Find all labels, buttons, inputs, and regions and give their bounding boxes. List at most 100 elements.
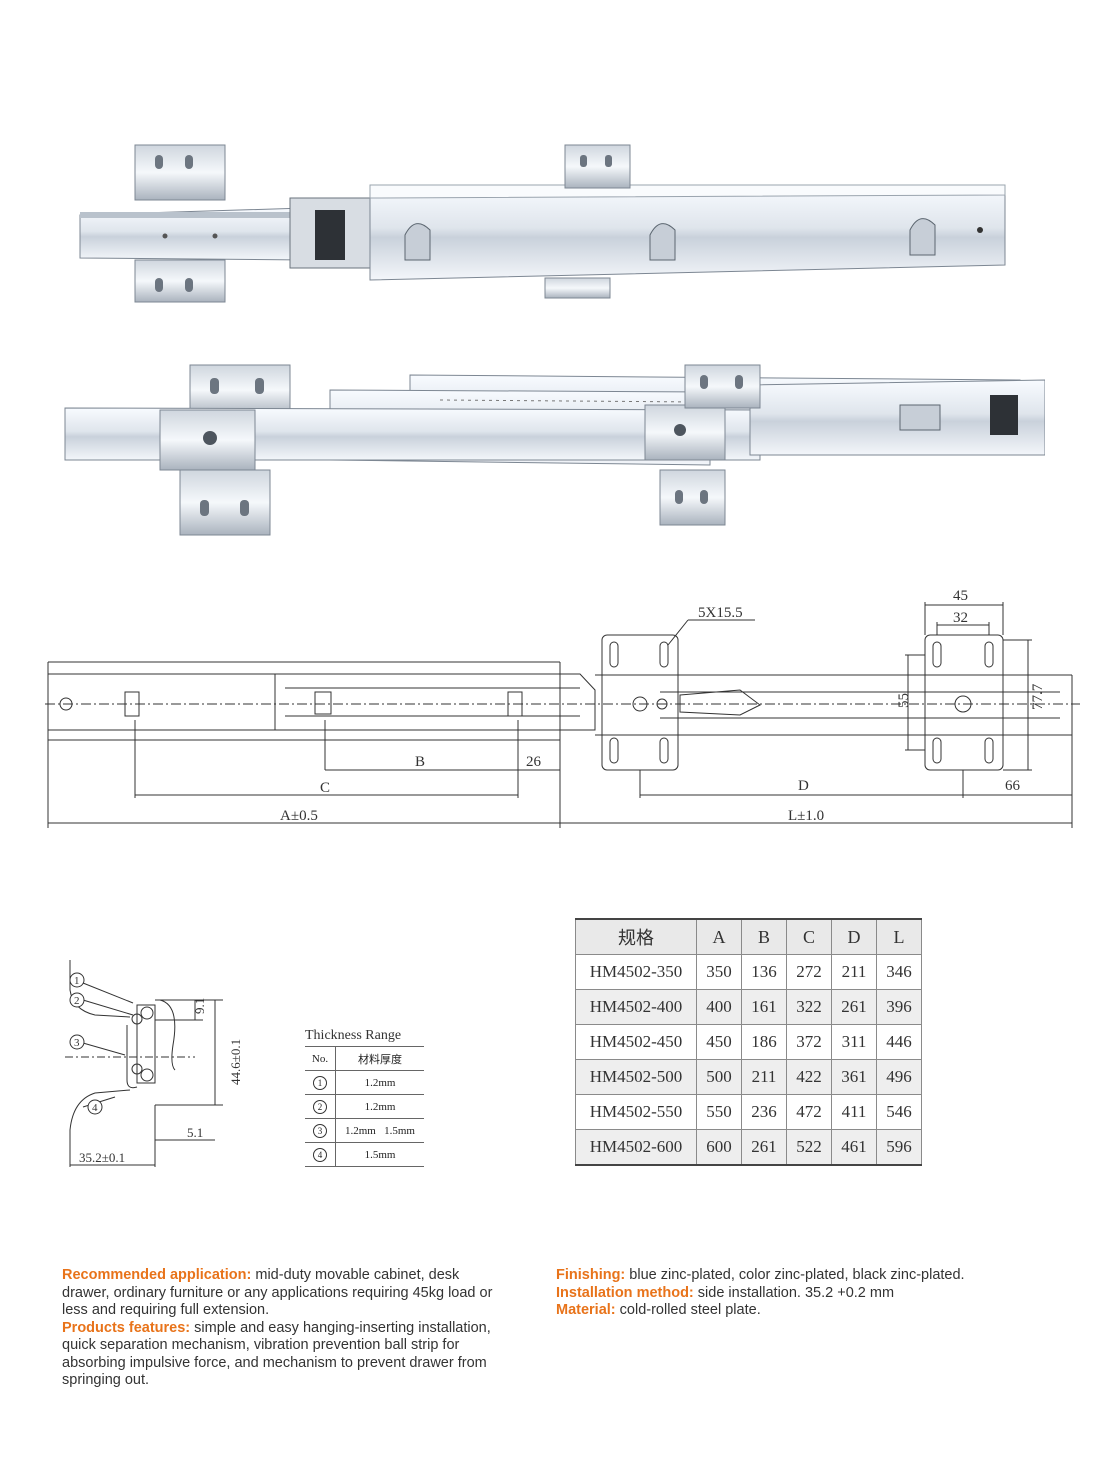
dim-44-6: 44.6±0.1 bbox=[228, 1039, 243, 1085]
thickness-value: 1.2mm bbox=[335, 1070, 424, 1095]
dim-slot: 5X15.5 bbox=[698, 605, 743, 621]
spec-model: HM4502-450 bbox=[575, 1024, 697, 1060]
callout-1: 1 bbox=[74, 975, 80, 987]
spec-d: 261 bbox=[831, 989, 877, 1025]
spec-c: 372 bbox=[786, 1024, 832, 1060]
dim-L: L±1.0 bbox=[788, 808, 824, 824]
spec-d: 311 bbox=[831, 1024, 877, 1060]
thickness-no: 2 bbox=[313, 1099, 327, 1114]
spec-d: 411 bbox=[831, 1094, 877, 1130]
spec-header-row: 规格 A B C D L bbox=[575, 918, 922, 955]
callout-2: 2 bbox=[74, 995, 80, 1007]
spec-c: 272 bbox=[786, 954, 832, 990]
thickness-row: 1 1.2mm bbox=[305, 1070, 424, 1095]
dim-77-7: 77.7 bbox=[1030, 683, 1046, 710]
dim-45: 45 bbox=[953, 588, 968, 604]
installation-label: Installation method: bbox=[556, 1284, 694, 1301]
spec-header-l: L bbox=[876, 918, 922, 955]
spec-c: 322 bbox=[786, 989, 832, 1025]
spec-table: 规格 A B C D L HM4502-350 350 136 272 211 … bbox=[575, 918, 922, 1166]
spec-l: 346 bbox=[876, 954, 922, 990]
dim-55: 55 bbox=[896, 693, 912, 708]
thickness-header: No. 材料厚度 bbox=[305, 1046, 424, 1071]
spec-model: HM4502-400 bbox=[575, 989, 697, 1025]
table-row: HM4502-550 550 236 472 411 546 bbox=[575, 1094, 922, 1130]
table-row: HM4502-350 350 136 272 211 346 bbox=[575, 954, 922, 990]
dim-32: 32 bbox=[953, 610, 968, 626]
table-row: HM4502-600 600 261 522 461 596 bbox=[575, 1129, 922, 1166]
features-text: simple and easy hanging-inserting instal… bbox=[62, 1319, 491, 1389]
features-label: Products features: bbox=[62, 1319, 191, 1336]
spec-c: 422 bbox=[786, 1059, 832, 1095]
dim-5-1: 5.1 bbox=[187, 1125, 203, 1140]
spec-header-d: D bbox=[831, 918, 877, 955]
spec-l: 546 bbox=[876, 1094, 922, 1130]
thickness-no: 1 bbox=[313, 1075, 327, 1090]
thickness-title: Thickness Range bbox=[305, 1028, 402, 1043]
thickness-value: 1.2mm bbox=[335, 1094, 424, 1119]
spec-l: 496 bbox=[876, 1059, 922, 1095]
spec-header-a: A bbox=[696, 918, 742, 955]
finishing-label: Finishing: bbox=[556, 1267, 626, 1283]
dim-26: 26 bbox=[526, 754, 542, 770]
thickness-value: 1.5mm bbox=[335, 1142, 424, 1167]
slide-photo-closed bbox=[79, 144, 1006, 303]
profile-section-drawing: 1 2 3 4 9.1 44.6±0.1 5.1 35.2±0.1 bbox=[65, 960, 243, 1167]
callout-4: 4 bbox=[92, 1102, 98, 1114]
spec-b: 136 bbox=[741, 954, 787, 990]
spec-l: 396 bbox=[876, 989, 922, 1025]
thickness-row: 3 1.2mm 1.5mm bbox=[305, 1118, 424, 1143]
spec-l: 446 bbox=[876, 1024, 922, 1060]
spec-model: HM4502-500 bbox=[575, 1059, 697, 1095]
spec-c: 472 bbox=[786, 1094, 832, 1130]
spec-a: 550 bbox=[696, 1094, 742, 1130]
dim-D: D bbox=[798, 778, 809, 794]
spec-b: 186 bbox=[741, 1024, 787, 1060]
finishing-text: blue zinc-plated, color zinc-plated, bla… bbox=[625, 1267, 965, 1283]
spec-d: 211 bbox=[831, 954, 877, 990]
material-text: cold-rolled steel plate. bbox=[615, 1302, 761, 1318]
spec-header-b: B bbox=[741, 918, 787, 955]
spec-d: 461 bbox=[831, 1129, 877, 1166]
table-row: HM4502-450 450 186 372 311 446 bbox=[575, 1024, 922, 1060]
spec-b: 211 bbox=[741, 1059, 787, 1095]
slide-photo-extended bbox=[64, 364, 1045, 536]
table-row: HM4502-400 400 161 322 261 396 bbox=[575, 989, 922, 1025]
spec-a: 600 bbox=[696, 1129, 742, 1166]
table-row: HM4502-500 500 211 422 361 496 bbox=[575, 1059, 922, 1095]
spec-model: HM4502-350 bbox=[575, 954, 697, 990]
recommended-label: Recommended application: bbox=[62, 1267, 252, 1283]
spec-l: 596 bbox=[876, 1129, 922, 1166]
dim-C: C bbox=[320, 780, 330, 796]
spec-a: 400 bbox=[696, 989, 742, 1025]
spec-b: 161 bbox=[741, 989, 787, 1025]
thickness-range: Thickness Range No. 材料厚度 1 1.2mm 2 1.2mm… bbox=[305, 1028, 424, 1167]
spec-a: 350 bbox=[696, 954, 742, 990]
spec-a: 450 bbox=[696, 1024, 742, 1060]
thickness-col-no: No. bbox=[305, 1046, 336, 1071]
dim-B: B bbox=[415, 754, 425, 770]
dim-9-1: 9.1 bbox=[192, 998, 207, 1014]
spec-header-model: 规格 bbox=[575, 918, 697, 955]
material-label: Material: bbox=[556, 1302, 616, 1318]
thickness-no: 4 bbox=[313, 1147, 327, 1162]
dim-66: 66 bbox=[1005, 778, 1021, 794]
recommended-text: mid-duty movable cabinet, desk drawer, o… bbox=[62, 1267, 493, 1318]
description-left: Recommended application: mid-duty movabl… bbox=[62, 1267, 502, 1390]
callout-3: 3 bbox=[74, 1037, 80, 1049]
thickness-row: 4 1.5mm bbox=[305, 1142, 424, 1167]
spec-a: 500 bbox=[696, 1059, 742, 1095]
spec-b: 261 bbox=[741, 1129, 787, 1166]
thickness-col-value: 材料厚度 bbox=[335, 1046, 424, 1071]
thickness-value: 1.2mm 1.5mm bbox=[335, 1118, 424, 1143]
spec-model: HM4502-600 bbox=[575, 1129, 697, 1166]
thickness-row: 2 1.2mm bbox=[305, 1094, 424, 1119]
thickness-no: 3 bbox=[313, 1123, 327, 1138]
spec-header-c: C bbox=[786, 918, 832, 955]
description-right: Finishing: blue zinc-plated, color zinc-… bbox=[556, 1267, 1056, 1320]
spec-c: 522 bbox=[786, 1129, 832, 1166]
dimension-drawing: 5X15.5 45 32 55 77.7 B 26 C D 66 A±0.5 L… bbox=[45, 588, 1080, 828]
thickness-table: No. 材料厚度 1 1.2mm 2 1.2mm 3 1.2mm 1.5mm 4… bbox=[305, 1046, 424, 1167]
spec-d: 361 bbox=[831, 1059, 877, 1095]
spec-b: 236 bbox=[741, 1094, 787, 1130]
